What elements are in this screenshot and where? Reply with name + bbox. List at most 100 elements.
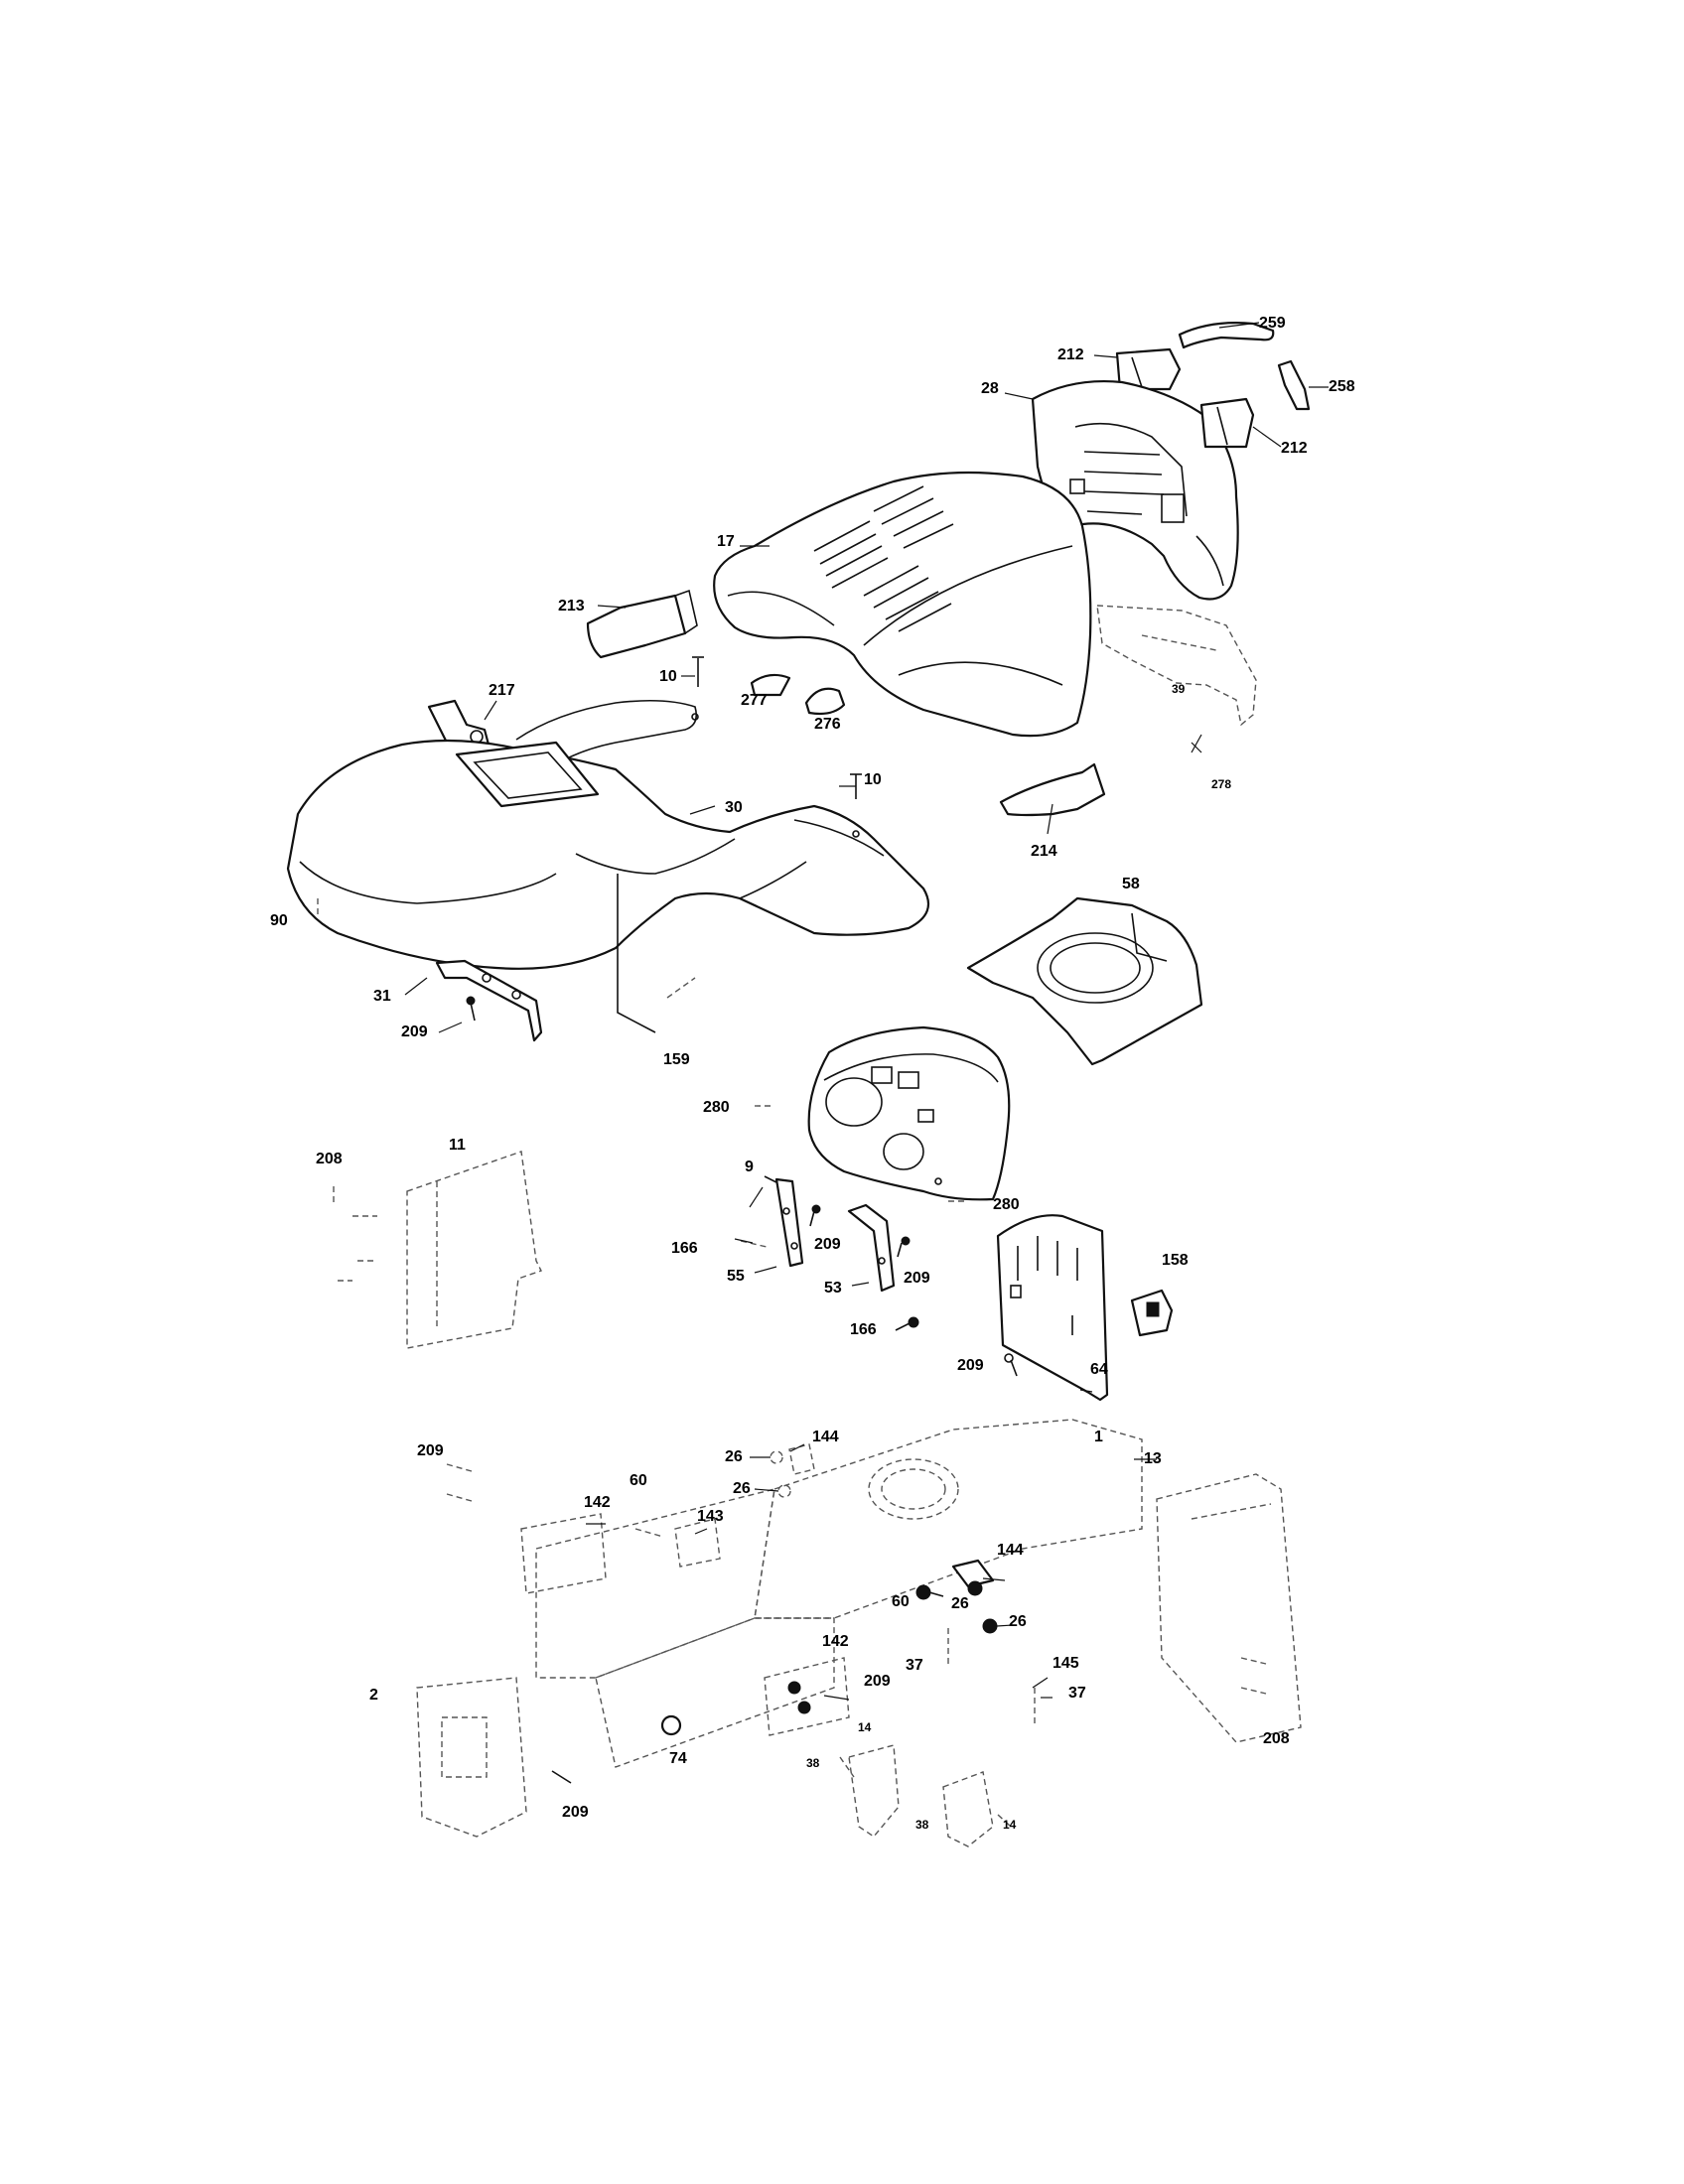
callout-1: 1	[1094, 1429, 1103, 1445]
part-55-bracket	[774, 1177, 804, 1268]
part-30-fender	[286, 699, 930, 970]
part-60-bolt-b	[915, 1584, 944, 1600]
part-53-bracket	[847, 1203, 896, 1293]
callout-209-frame-left: 209	[417, 1442, 444, 1459]
part-158-switch	[1130, 1289, 1174, 1337]
callout-144-right: 144	[997, 1542, 1024, 1559]
part-1-frame	[535, 1419, 1143, 1768]
part-dash-console	[807, 1025, 1011, 1201]
part-209-screw-a	[466, 996, 476, 1022]
callout-10-upper: 10	[659, 668, 677, 685]
part-209-screw-f	[787, 1681, 811, 1714]
callout-142-left: 142	[584, 1494, 611, 1511]
part-142-plate-b	[764, 1657, 850, 1736]
callout-10-lower: 10	[864, 771, 882, 788]
part-26-nut-d	[982, 1618, 998, 1634]
callout-144-top: 144	[812, 1429, 839, 1445]
callout-60-left: 60	[630, 1472, 647, 1489]
part-276-clip	[804, 687, 846, 716]
part-209-screw-b	[809, 1204, 821, 1227]
part-28-grille	[1031, 379, 1239, 601]
leader-lines	[404, 322, 1329, 1701]
callout-277: 277	[741, 692, 768, 709]
callout-38-left: 38	[806, 1756, 820, 1770]
callout-166-right: 166	[850, 1321, 877, 1338]
callout-166-left: 166	[671, 1240, 698, 1257]
callout-208-right: 208	[1263, 1730, 1290, 1747]
callout-38-right: 38	[915, 1818, 929, 1832]
part-214-panel	[999, 762, 1106, 817]
callout-74: 74	[669, 1750, 687, 1767]
callout-143: 143	[697, 1508, 724, 1525]
callout-158: 158	[1162, 1252, 1189, 1269]
part-11-plate	[406, 1151, 542, 1349]
part-208-bolts-b	[1240, 1657, 1267, 1695]
callout-209-bottom: 209	[562, 1804, 589, 1821]
callout-214: 214	[1031, 843, 1057, 860]
part-142-plate-a	[520, 1513, 607, 1594]
callout-280-right: 280	[993, 1196, 1020, 1213]
part-144-bracket-b	[951, 1559, 995, 1588]
part-60-bolt-a	[634, 1528, 664, 1538]
callout-278: 278	[1211, 777, 1231, 791]
callout-212-side: 212	[1281, 440, 1308, 457]
part-2-bracket	[416, 1677, 527, 1838]
callout-64: 64	[1090, 1361, 1108, 1378]
callout-53: 53	[824, 1280, 842, 1297]
part-14-38-bracket-b	[942, 1771, 1012, 1847]
callout-145: 145	[1052, 1655, 1079, 1672]
part-159-decal	[617, 874, 696, 1033]
callout-58: 58	[1122, 876, 1140, 892]
part-209-screw-g	[551, 1770, 572, 1784]
part-26-nut-a	[770, 1450, 783, 1464]
part-259-trim	[1178, 322, 1275, 349]
part-209-screw-c	[897, 1236, 911, 1258]
callout-14-right: 14	[1003, 1818, 1017, 1832]
part-208-bolts-a	[333, 1186, 377, 1282]
callout-11: 11	[449, 1137, 466, 1154]
callout-212-top: 212	[1057, 346, 1084, 363]
callouts: 259 212 258 28 212 17 213 10 277 276 39 …	[270, 315, 1355, 1832]
callout-26-right-a: 26	[951, 1595, 969, 1612]
part-10-screw-a	[692, 656, 704, 687]
part-26-nut-c	[967, 1580, 983, 1596]
callout-217: 217	[489, 682, 515, 699]
part-64-plate	[996, 1214, 1109, 1402]
part-166-bolt-b	[895, 1316, 919, 1331]
callout-17: 17	[717, 533, 735, 550]
part-212-pad-side	[1199, 397, 1255, 449]
callout-142-right: 142	[822, 1633, 849, 1650]
callout-209-frame-right: 209	[864, 1673, 891, 1690]
callout-28: 28	[981, 380, 999, 397]
callout-30: 30	[725, 799, 743, 816]
callout-37-left: 37	[906, 1657, 923, 1674]
callout-258: 258	[1329, 378, 1355, 395]
callout-280-left: 280	[703, 1099, 730, 1116]
part-213-panel	[586, 589, 698, 659]
callout-26-right-b: 26	[1009, 1613, 1027, 1630]
part-74-nut	[660, 1714, 682, 1736]
callout-209-plate: 209	[957, 1357, 984, 1374]
part-277-clip	[750, 673, 791, 697]
part-26-nut-b	[777, 1484, 791, 1498]
part-209-screw-d	[1004, 1353, 1018, 1377]
part-14-38-bracket-a	[839, 1744, 900, 1838]
callout-209-dash-b: 209	[904, 1270, 930, 1287]
callout-90: 90	[270, 912, 288, 929]
part-58-tray	[966, 896, 1203, 1066]
callout-259: 259	[1259, 315, 1286, 332]
callout-159: 159	[663, 1051, 690, 1068]
callout-60-right: 60	[892, 1593, 910, 1610]
part-209-screw-e	[446, 1463, 473, 1502]
part-17-hood	[713, 471, 1092, 738]
callout-37-right: 37	[1068, 1685, 1086, 1702]
callout-39: 39	[1172, 682, 1186, 696]
part-39-bracket	[1096, 605, 1257, 727]
callout-14-left: 14	[858, 1720, 872, 1734]
part-258-clip	[1277, 359, 1311, 411]
callout-31: 31	[373, 988, 391, 1005]
callout-209-dash-a: 209	[814, 1236, 841, 1253]
callout-208-left: 208	[316, 1151, 343, 1167]
callout-2: 2	[369, 1687, 378, 1704]
